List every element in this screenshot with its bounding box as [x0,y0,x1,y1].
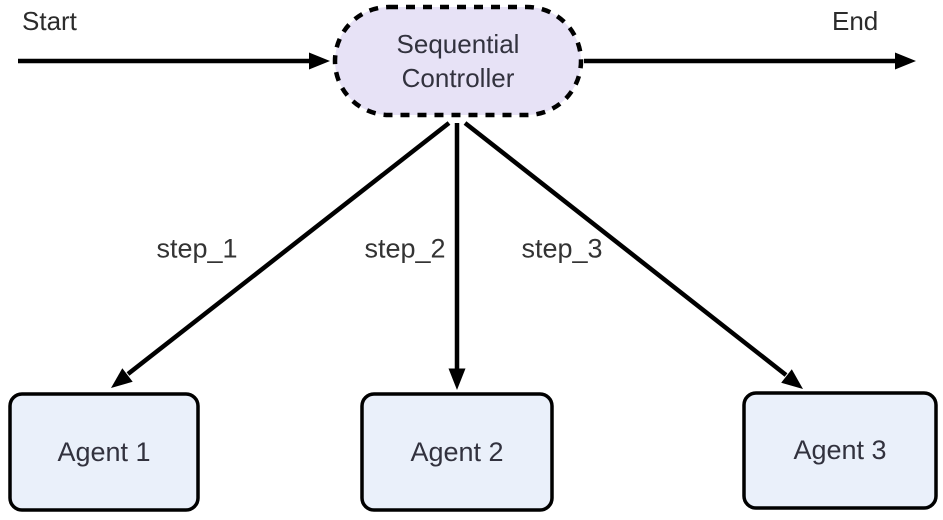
step-1-label: step_1 [156,233,238,264]
controller-label-line1: Sequential [396,29,520,59]
step-3-label: step_3 [521,233,603,264]
controller-label-line2: Controller [401,63,515,93]
edge-step-3 [463,121,788,377]
arrowhead-controller-to-end [895,52,916,70]
end-label: End [832,6,879,36]
agent-1-node [10,394,198,510]
arrowhead-step-1 [111,368,133,388]
agent-3-label: Agent 3 [793,435,887,465]
edge-step-1 [126,121,451,376]
step-2-label: step_2 [364,233,446,264]
agent-2-node [362,394,552,510]
agent-1-node-border [8,392,200,512]
arrowhead-step-3 [781,369,803,389]
agent-1-label: Agent 1 [57,436,151,467]
agent-3-node [744,393,936,508]
controller-node [335,7,581,115]
controller-label: Sequential Controller [335,7,581,115]
start-label: Start [22,6,77,36]
arrowhead-step-2 [448,368,466,390]
agent-2-node-border [360,392,554,512]
agent-3-node-border [742,391,938,510]
arrowhead-start-to-controller [309,52,330,70]
controller-node-border [332,4,584,118]
agent-2-label: Agent 2 [410,436,504,467]
